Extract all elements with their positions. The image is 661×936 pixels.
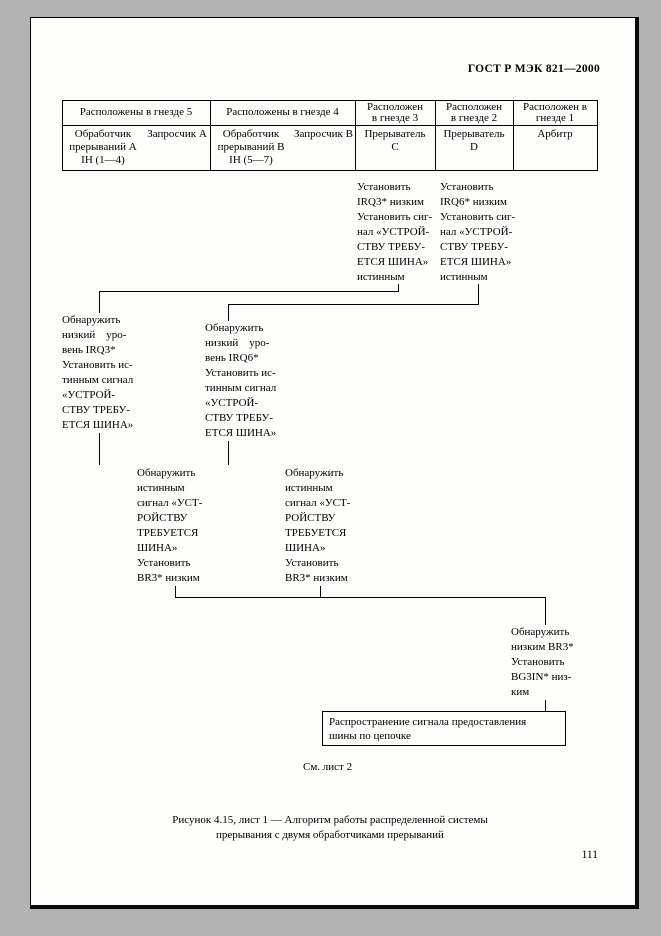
document-page (30, 17, 639, 909)
see-sheet-note: См. лист 2 (303, 761, 353, 773)
figure-caption: Рисунок 4.15, лист 1 — Алгоритм работы р… (172, 814, 488, 841)
cell-interrupter-c: Прерыватель С (364, 128, 426, 153)
connector-into-arbiter (545, 597, 546, 625)
table-bottom-border (62, 170, 598, 171)
flow-block-arbiter: Обнаружить низким BR3* Установить BG3IN*… (511, 626, 574, 698)
table-vline-slot5-4 (210, 100, 211, 171)
connector-handler-a-out (99, 433, 100, 465)
connector-into-handler-b (228, 304, 229, 321)
connector-handler-b-out (228, 441, 229, 465)
cell-handler-b: Обработчик прерываний В IH (5—7) (217, 128, 285, 166)
table-header-divider (62, 125, 598, 126)
cell-requester-a: Запросчик А (147, 128, 207, 140)
cell-interrupter-d: Прерыватель D (443, 128, 505, 153)
connector-d-to-b-horizontal (228, 304, 479, 305)
connector-c-to-a-horizontal (99, 291, 399, 292)
connector-requester-a-down (175, 586, 176, 598)
page-number: 111 (581, 849, 598, 861)
connector-d-down (478, 284, 479, 305)
table-vline-slot3-2 (435, 100, 436, 171)
table-header-slot2: Расположен в гнезде 2 (445, 101, 503, 124)
flow-block-interrupter-d: Установить IRQ6* низким Установить сиг- … (440, 181, 516, 283)
flow-block-requester-a: Обнаружить истинным сигнал «УСТ- РОЙСТВУ… (137, 467, 203, 584)
table-vline-slot2-1 (513, 100, 514, 171)
table-header-slot4: Расположены в гнезде 4 (226, 106, 339, 118)
table-header-slot1: Расположен в гнезде 1 (522, 101, 587, 124)
flow-block-handler-a: Обнаружить низкий уро- вень IRQ3* Устано… (62, 314, 134, 431)
connector-arbiter-to-grant-box (545, 700, 546, 712)
table-vline-left (62, 100, 63, 171)
connector-c-down (398, 284, 399, 292)
table-top-border (62, 100, 598, 101)
table-vline-right (597, 100, 598, 171)
cell-arbiter: Арбитр (537, 128, 573, 140)
table-header-slot3: Расположен в гнезде 3 (366, 101, 424, 124)
connector-into-handler-a (99, 291, 100, 313)
standard-number-header: ГОСТ Р МЭК 821—2000 (467, 63, 600, 75)
cell-requester-b: Запросчик В (294, 128, 353, 140)
grant-propagation-box: Распространение сигнала предоставления ш… (322, 711, 566, 746)
connector-bottom-horizontal (175, 597, 546, 598)
flow-block-handler-b: Обнаружить низкий уро- вень IRQ6* Устано… (205, 322, 277, 439)
connector-requester-b-down (320, 586, 321, 598)
flow-block-interrupter-c: Установить IRQ3* низким Установить сиг- … (357, 181, 433, 283)
table-header-slot5: Расположены в гнезде 5 (79, 106, 193, 118)
table-vline-slot4-3 (355, 100, 356, 171)
flow-block-requester-b: Обнаружить истинным сигнал «УСТ- РОЙСТВУ… (285, 467, 351, 584)
cell-handler-a: Обработчик прерываний А IH (1—4) (69, 128, 137, 166)
